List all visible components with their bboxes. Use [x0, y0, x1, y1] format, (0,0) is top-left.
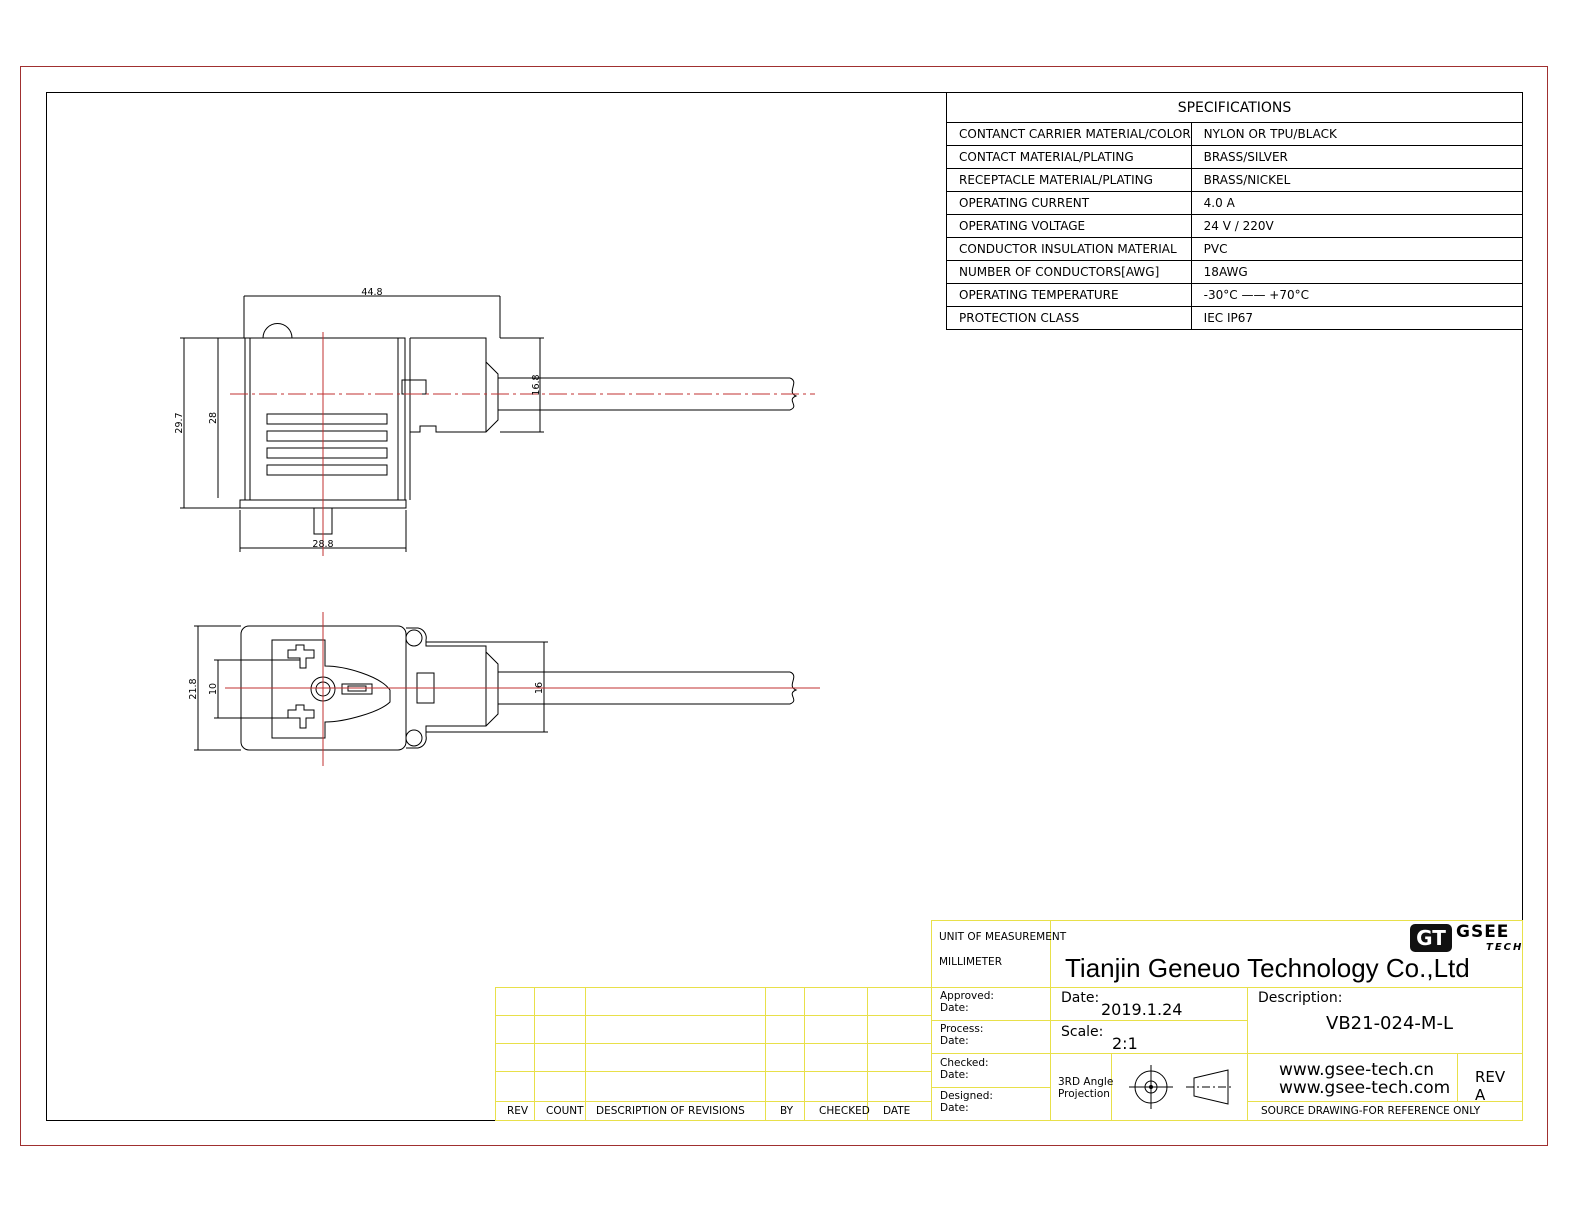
website-com[interactable]: www.gsee-tech.com: [1279, 1078, 1451, 1098]
specifications-table: SPECIFICATIONS CONTANCT CARRIER MATERIAL…: [946, 92, 1524, 330]
scale-label: Scale:: [1061, 1024, 1104, 1040]
description-value: VB21-024-M-L: [1326, 1013, 1453, 1034]
date-value: 2019.1.24: [1101, 1000, 1183, 1019]
dim-cable-side-label: 16.8: [531, 374, 542, 395]
company-logo: GT: [1410, 924, 1452, 952]
unit-label: UNIT OF MEASUREMENT: [939, 931, 1067, 943]
spec-value: PVC: [1190, 237, 1524, 261]
dim-height-inner-label: 28: [208, 412, 219, 424]
count-header: COUNT: [546, 1105, 584, 1117]
side-body: [244, 337, 406, 501]
scale-value: 2:1: [1112, 1034, 1138, 1053]
projection-line2: Projection: [1058, 1088, 1110, 1100]
source-note: SOURCE DRAWING-FOR REFERENCE ONLY: [1261, 1105, 1481, 1117]
projection-symbol: [1129, 1065, 1234, 1109]
website-cn[interactable]: www.gsee-tech.cn: [1279, 1060, 1435, 1080]
spec-value: -30°C —— +70°C: [1190, 283, 1524, 307]
dim-cable-front-label: 16: [534, 682, 545, 694]
by-header: BY: [780, 1105, 794, 1117]
unit-value: MILLIMETER: [939, 956, 1002, 968]
spec-row: OPERATING TEMPERATURE-30°C —— +70°C: [946, 283, 1524, 307]
rev-value: A: [1475, 1086, 1486, 1104]
checked-label: Checked:: [940, 1057, 989, 1069]
process-date-label: Date:: [940, 1035, 969, 1047]
rev-header: REV: [507, 1105, 529, 1117]
dim-pin-spacing-label: 10: [208, 683, 219, 695]
spec-value: NYLON OR TPU/BLACK: [1190, 122, 1524, 146]
approved-label: Approved:: [940, 990, 994, 1002]
front-face: [271, 639, 391, 739]
designed-label: Designed:: [940, 1090, 993, 1102]
company-name: Tianjin Geneuo Technology Co.,Ltd: [1065, 953, 1470, 983]
description-label: Description:: [1258, 990, 1343, 1006]
logo-mark: GT: [1416, 926, 1446, 950]
logo-name: GSEE: [1456, 922, 1510, 942]
approved-date-label: Date:: [940, 1002, 969, 1014]
date-label: Date:: [1061, 990, 1100, 1006]
dim-base-width-label: 28.8: [312, 539, 333, 550]
checked-date-label: Date:: [940, 1069, 969, 1081]
center-lines: [225, 332, 820, 766]
spec-value: 4.0 A: [1190, 191, 1524, 215]
spec-value: IEC IP67: [1190, 306, 1524, 330]
spec-label: CONDUCTOR INSULATION MATERIAL: [946, 237, 1192, 261]
side-view: [180, 295, 798, 552]
specifications-title: SPECIFICATIONS: [946, 92, 1523, 123]
spec-label: CONTANCT CARRIER MATERIAL/COLOR: [946, 122, 1192, 146]
outer-border: [20, 66, 1548, 1146]
projection-line1: 3RD Angle: [1058, 1076, 1114, 1088]
spec-label: NUMBER OF CONDUCTORS[AWG]: [946, 260, 1192, 284]
description-header: DESCRIPTION OF REVISIONS: [596, 1105, 745, 1117]
logo-sub: TECH: [1486, 942, 1524, 953]
spec-value: BRASS/SILVER: [1190, 145, 1524, 169]
date-header: DATE: [883, 1105, 911, 1117]
spec-label: PROTECTION CLASS: [946, 306, 1192, 330]
rev-label: REV: [1475, 1068, 1506, 1086]
dim-front-height-label: 21.8: [188, 678, 199, 699]
designed-date-label: Date:: [940, 1102, 969, 1114]
dim-width-label: 44.8: [361, 287, 382, 298]
process-label: Process:: [940, 1023, 984, 1035]
latch-tab: [262, 323, 293, 339]
spec-label: OPERATING CURRENT: [946, 191, 1192, 215]
checked-header: CHECKED: [819, 1105, 870, 1117]
spec-value: 24 V / 220V: [1190, 214, 1524, 238]
dim-height-outer-label: 29.7: [174, 412, 185, 433]
